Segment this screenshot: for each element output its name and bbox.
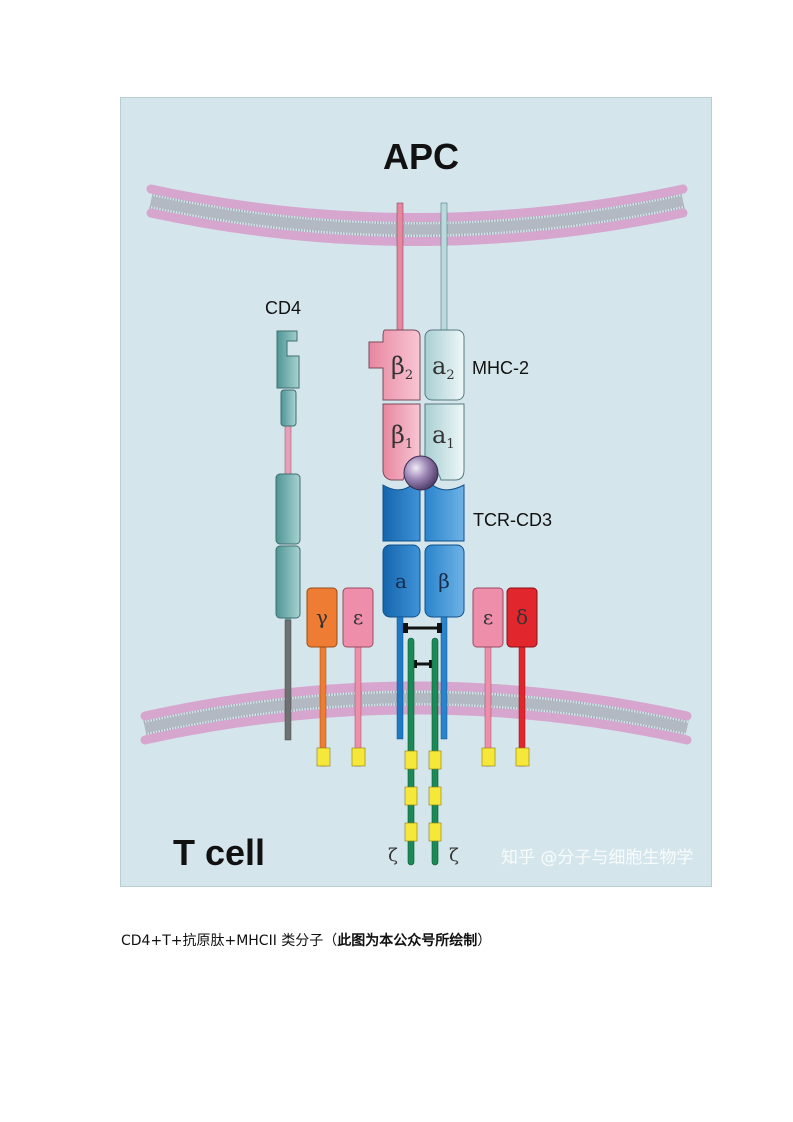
tcr-beta-variable — [424, 481, 465, 542]
figure-caption: CD4+T+抗原肽+MHCII 类分子（此图为本公众号所绘制） — [121, 930, 491, 950]
mhc-beta2-domain — [368, 329, 421, 401]
tcr-cd3-label: TCR-CD3 — [473, 510, 552, 530]
antigen-peptide — [403, 455, 439, 491]
zeta-right-label: ζ — [449, 845, 459, 866]
cd3-epsilon-right — [472, 587, 504, 767]
mhc-beta-tail — [396, 202, 404, 332]
caption-suffix: ） — [477, 933, 492, 949]
alpha2-label: a2 — [432, 352, 455, 383]
tcr-beta-label: β — [438, 569, 450, 593]
t-cell-label: T cell — [173, 832, 265, 873]
tcr-alpha-tail — [396, 616, 404, 740]
beta2-label: β2 — [391, 352, 413, 383]
cd3-gamma — [306, 587, 338, 767]
mhc-alpha2-domain — [424, 329, 465, 401]
beta1-label: β1 — [391, 421, 413, 452]
watermark: 知乎 @分子与细胞生物学 — [501, 848, 693, 868]
tcr-beta-tail — [440, 616, 448, 740]
apc-label: APC — [383, 136, 459, 177]
alpha1-label: a1 — [432, 421, 455, 452]
disulfide-bridge-upper — [403, 623, 442, 633]
epsilon-right-label: ε — [483, 605, 493, 629]
zeta-itam-motifs — [404, 750, 442, 842]
caption-prefix: CD4+T+抗原肽+MHCII 类分子（ — [121, 933, 338, 949]
cd3-delta — [506, 587, 538, 767]
delta-label: δ — [516, 605, 528, 629]
tcell-membrane — [140, 681, 692, 745]
cd4-label: CD4 — [265, 298, 301, 318]
tcr-alpha-variable — [382, 481, 421, 542]
cd4-molecule — [275, 330, 301, 741]
tcr-mhc-diagram: APC T cell CD4 MHC-2 TCR-CD3 β2 a2 β1 a1… — [140, 136, 693, 873]
zeta-left-label: ζ — [388, 845, 398, 866]
epsilon-left-label: ε — [353, 605, 363, 629]
caption-bold: 此图为本公众号所绘制 — [337, 933, 478, 949]
apc-membrane — [146, 184, 688, 246]
cd3-epsilon-left — [342, 587, 374, 767]
tcr-alpha-label: a — [395, 569, 407, 593]
figure-panel: APC T cell CD4 MHC-2 TCR-CD3 β2 a2 β1 a1… — [120, 97, 712, 887]
disulfide-bridge-lower — [413, 660, 433, 668]
mhc-2-label: MHC-2 — [472, 358, 529, 378]
gamma-label: γ — [316, 605, 328, 629]
mhc-alpha-tail — [440, 202, 448, 332]
